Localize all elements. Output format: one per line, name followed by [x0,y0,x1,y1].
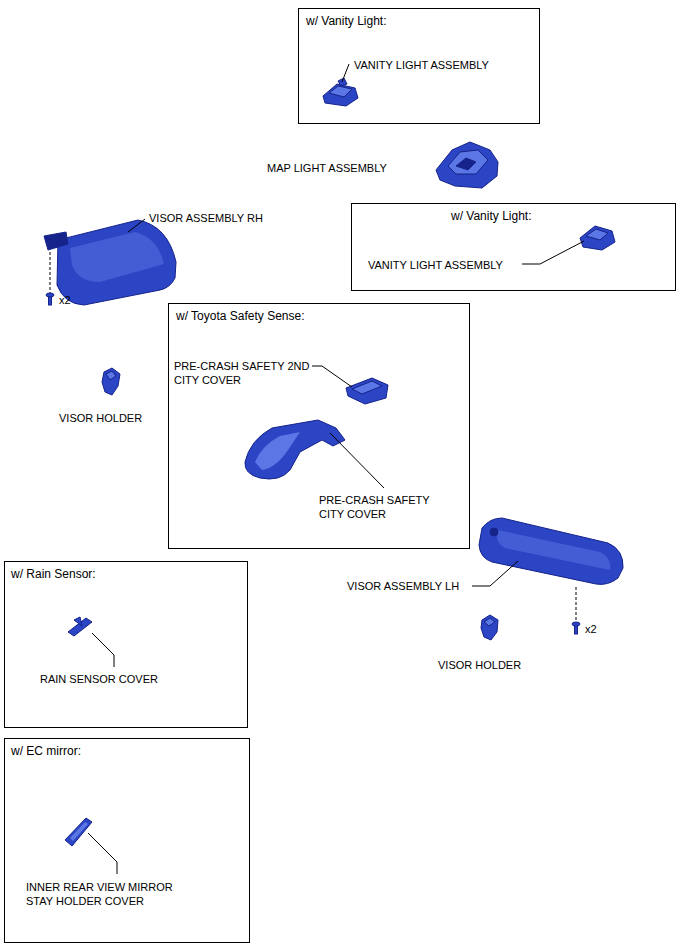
pre-crash-2nd-cover-part [346,378,388,404]
part-name: PRE-CRASH SAFETY CITY COVER [319,493,449,521]
variant-box: w/ Vanity Light: VANITY LIGHT ASSEMBLY [351,203,676,291]
leader-line [472,561,518,586]
part-name: MAP LIGHT ASSEMBLY [267,161,387,175]
part-name: RAIN SENSOR COVER [40,672,158,686]
part-highlight [106,371,116,380]
map-light-part [436,142,498,188]
part-highlight [586,229,608,240]
part-name: PRE-CRASH SAFETY 2ND CITY COVER [174,359,314,387]
leader-line [92,633,114,667]
group-heading: w/ Vanity Light: [451,209,531,223]
part-highlight [70,232,164,282]
pre-crash-cover-part [245,420,345,479]
leader-line [128,219,145,232]
part-name: VANITY LIGHT ASSEMBLY [354,58,489,72]
part-detail [456,158,476,170]
screw-head [572,622,580,626]
variant-box: w/ Rain Sensor: RAIN SENSOR COVER [4,561,248,728]
screw-axis [50,252,51,293]
part-name: VISOR HOLDER [438,658,521,672]
leader-line [312,366,352,387]
part-highlight [255,432,300,470]
visor-hinge [44,232,68,250]
part-name: VANITY LIGHT ASSEMBLY [368,258,503,272]
variant-box: w/ Vanity Light: VANITY LIGHT ASSEMBLY [298,8,540,124]
part-highlight [448,150,488,174]
mirror-cover-part [65,818,92,846]
part-name: VISOR HOLDER [59,411,142,425]
part-name: VISOR ASSEMBLY RH [149,211,263,225]
leader-line [88,833,117,874]
screw-axis [576,587,577,621]
rain-sensor-cover-part [68,618,92,636]
group-heading: w/ Vanity Light: [306,14,386,28]
leader-line [522,241,584,264]
group-heading: w/ Rain Sensor: [11,567,96,581]
visor-rh-part [57,220,176,305]
vanity-light-part [580,226,615,250]
screw-head [46,293,54,297]
variant-box: w/ Toyota Safety Sense: PRE-CRASH SAFETY … [168,303,470,549]
group-heading: w/ EC mirror: [11,744,81,758]
leader-line [330,433,384,488]
visor-hinge [490,528,498,536]
part-highlight [352,381,382,394]
visor-holder-part [481,615,498,640]
quantity-note: x2 [59,293,71,307]
part-name: VISOR ASSEMBLY LH [347,579,459,593]
part-highlight [70,822,88,841]
vanity-light-part [323,84,358,106]
group-heading: w/ Toyota Safety Sense: [176,309,305,323]
variant-box: w/ EC mirror: INNER REAR VIEW MIRROR STAY… [4,738,250,943]
part-tab [74,617,82,626]
leader-line [342,64,349,82]
quantity-note: x2 [585,622,597,636]
visor-holder-part [102,368,120,395]
visor-lh-part [479,518,623,584]
part-highlight [484,618,495,626]
part-highlight [329,86,352,97]
part-name: INNER REAR VIEW MIRROR STAY HOLDER COVER [26,880,201,908]
